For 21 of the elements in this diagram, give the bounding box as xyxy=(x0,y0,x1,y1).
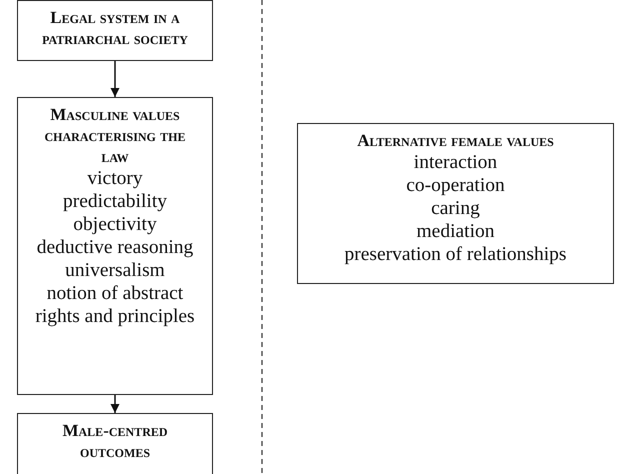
text-box xyxy=(17,0,213,61)
box-heading: Masculine values characterising the law xyxy=(44,104,186,167)
value-item: interaction xyxy=(414,151,498,174)
text-box xyxy=(297,123,614,284)
text-box xyxy=(17,413,213,474)
value-item: notion of abstract rights and principles xyxy=(34,282,196,328)
value-item: predictability xyxy=(63,190,167,213)
value-item: co-operation xyxy=(406,174,505,197)
arrow xyxy=(110,61,120,97)
box-heading: Male-centred outcomes xyxy=(61,420,169,462)
value-item: universalism xyxy=(65,259,165,282)
value-item: caring xyxy=(431,197,480,220)
value-item: deductive reasoning xyxy=(36,236,194,259)
value-item: mediation xyxy=(416,220,494,243)
value-item: victory xyxy=(87,167,143,190)
arrow xyxy=(110,395,120,413)
text-box xyxy=(17,97,213,395)
value-item: objectivity xyxy=(73,213,157,236)
value-item: preservation of relationships xyxy=(344,243,567,266)
box-heading: Legal system in a patriarchal society xyxy=(41,7,189,49)
box-heading: Alternative female values xyxy=(357,130,554,151)
